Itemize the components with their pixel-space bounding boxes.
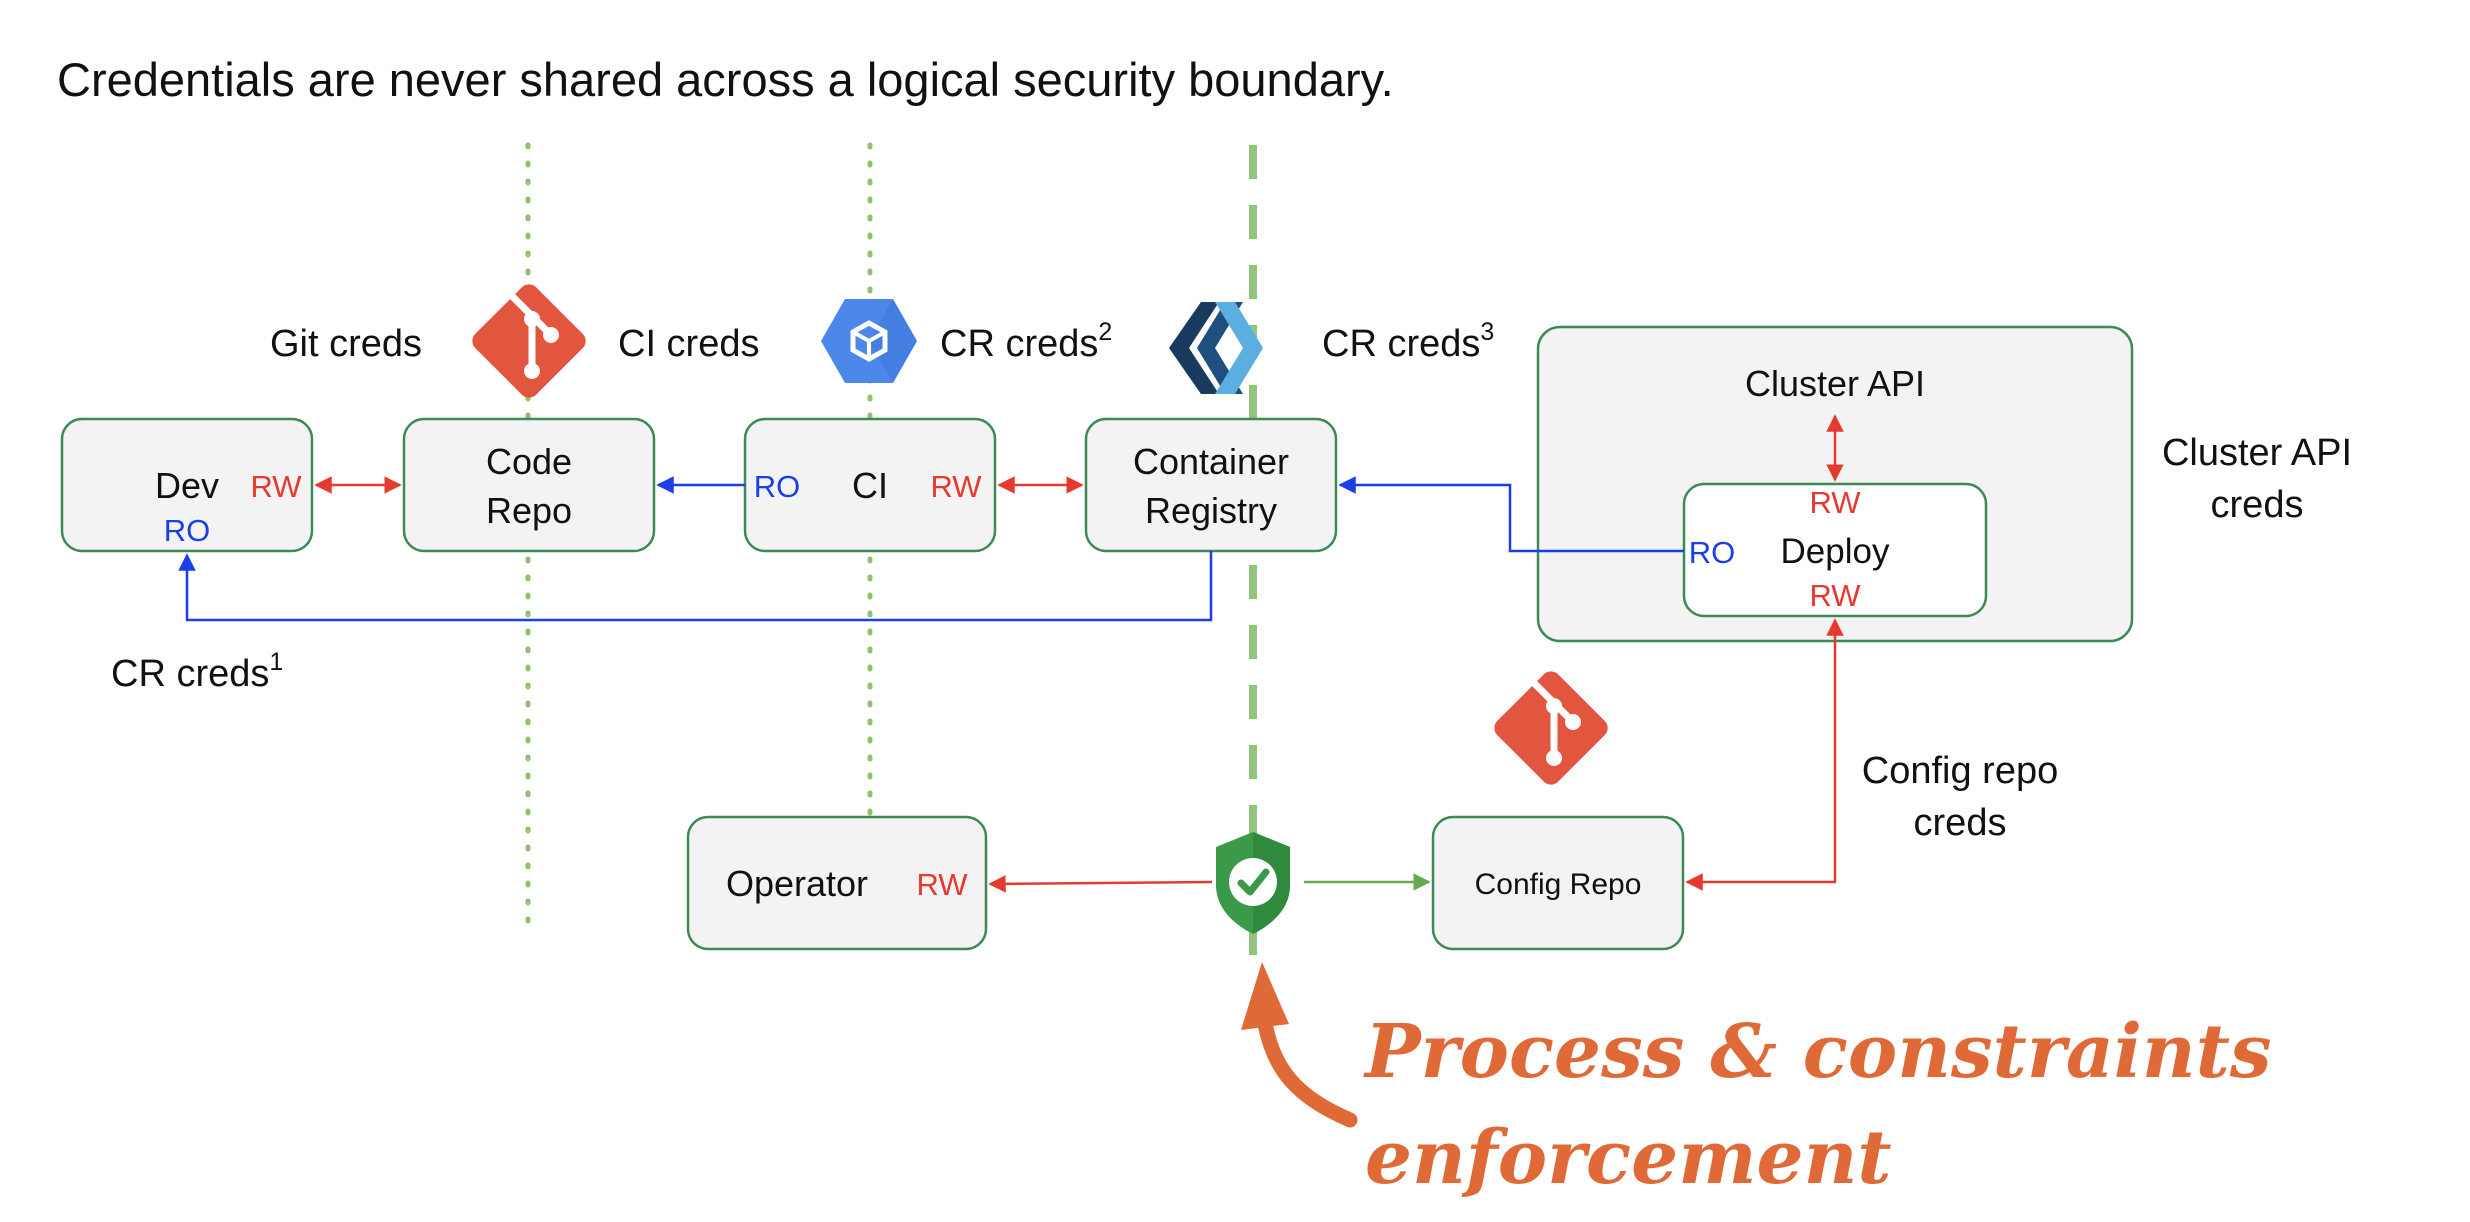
ci-ro-label: RO [754,469,801,504]
dev-box[interactable] [60,417,314,553]
deploy-label: Deploy [1781,532,1890,571]
cr-creds-1-text: CR creds [111,653,269,695]
cr-creds-3-text: CR creds [1322,323,1480,365]
dev-label: Dev [155,465,219,506]
code-repo-label-line1: Code [486,441,572,482]
ci-label: CI [852,465,888,506]
operator-label: Operator [726,863,868,904]
dev-ro-label: RO [164,513,211,548]
deploy-registry-arrow [1338,476,1684,553]
annotation-line1: Process & constraints [1363,1009,2272,1095]
container-registry-label-line2: Registry [1145,490,1277,531]
git-icon [472,284,586,398]
ci-rw-label: RW [930,469,982,504]
registry-dev-arrow [178,551,1213,622]
shield-check-icon [1216,832,1290,934]
deploy-ro-label: RO [1689,535,1736,570]
page-title: Credentials are never shared across a lo… [57,53,1394,106]
harbor-registry-icon [1169,302,1263,394]
config-repo-label: Config Repo [1475,868,1642,901]
deploy-rw-top-label: RW [1809,485,1861,520]
annotation-line2: enforcement [1365,1115,1892,1201]
configrepo-deploy-arrow [1685,618,1844,891]
ci-creds-label: CI creds [618,323,759,365]
cr-creds-1-label: CR creds1 [111,648,283,695]
container-registry-box[interactable] [1084,417,1338,553]
operator-rw-label: RW [916,867,968,902]
code-repo-box[interactable] [402,417,656,553]
curved-arrow-icon [1241,962,1358,1128]
code-repo-label-line2: Repo [486,490,572,531]
operator-box[interactable] [686,815,988,951]
cloud-build-icon [821,299,917,383]
dev-rw-label: RW [250,469,302,504]
cr-creds-1-sup: 1 [269,648,283,676]
git-icon [1494,671,1608,785]
config-repo-box[interactable] [1431,815,1685,951]
cluster-api-creds-line1: Cluster API [2162,432,2352,474]
cr-creds-2-sup: 2 [1098,318,1112,346]
cr-creds-2-text: CR creds [940,323,1098,365]
git-creds-label: Git creds [270,323,422,365]
cluster-api-label: Cluster API [1745,363,1925,404]
shield-operator-arrow [988,875,1213,893]
cr-creds-2-label: CR creds2 [940,318,1112,365]
cluster-api-creds-line2: creds [2211,484,2304,526]
cr-creds-3-sup: 3 [1480,318,1494,346]
deploy-rw-bottom-label: RW [1809,578,1861,613]
config-repo-creds-line1: Config repo [1862,750,2058,792]
config-repo-creds-line2: creds [1914,802,2007,844]
cr-creds-3-label: CR creds3 [1322,318,1494,365]
container-registry-label-line1: Container [1133,441,1289,482]
